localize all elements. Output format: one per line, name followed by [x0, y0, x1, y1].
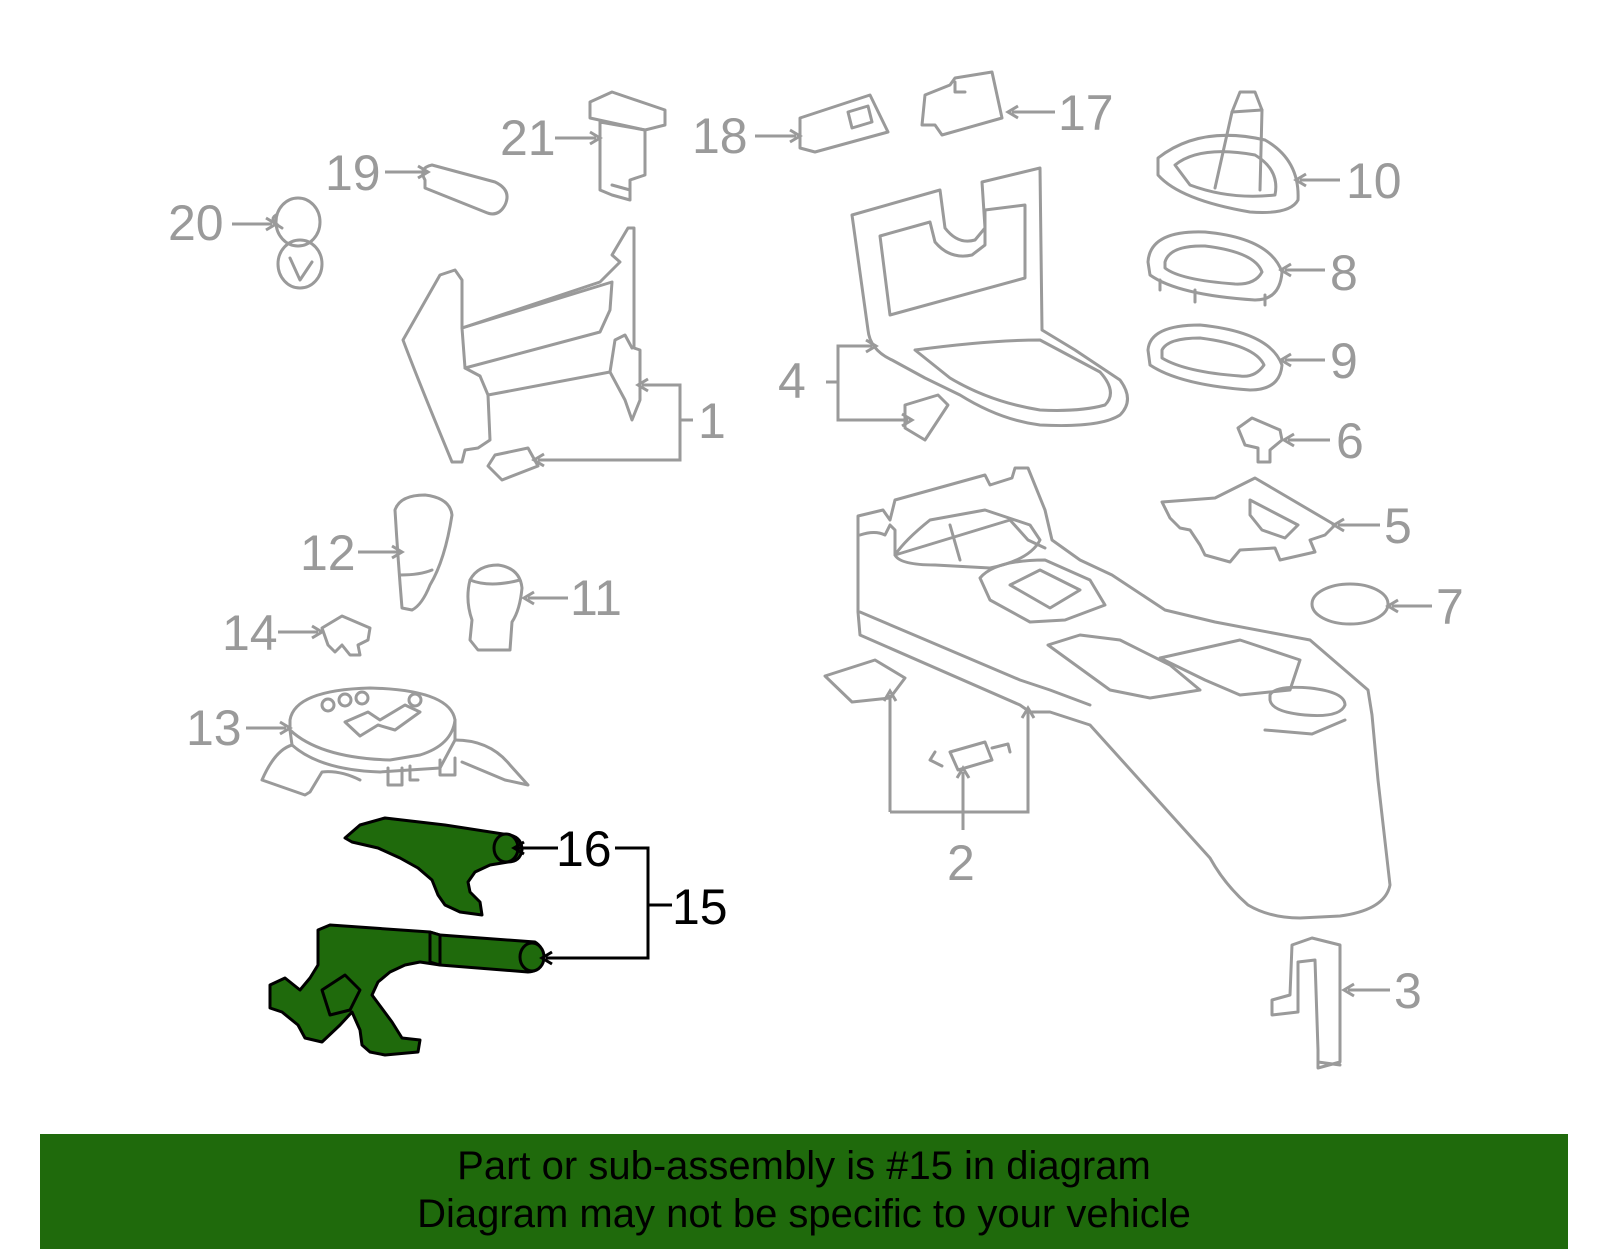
- callout-18: 18: [692, 108, 748, 164]
- part-13[interactable]: [260, 686, 530, 797]
- callout-labels: 20 19 21 18 17 10 8 9 6 5 7 4 1 12 11 14…: [168, 85, 1464, 1019]
- part-10[interactable]: [1156, 90, 1300, 214]
- callout-13: 13: [186, 700, 242, 756]
- callout-17: 17: [1058, 85, 1114, 141]
- callout-21: 21: [500, 110, 556, 166]
- callout-11: 11: [570, 570, 622, 626]
- callout-2: 2: [947, 835, 975, 891]
- part-19[interactable]: [421, 163, 509, 216]
- part-20[interactable]: [271, 196, 324, 290]
- callout-1: 1: [698, 393, 726, 449]
- part-9[interactable]: [1146, 323, 1284, 392]
- part-1[interactable]: [401, 226, 642, 482]
- callout-20: 20: [168, 195, 224, 251]
- callout-3: 3: [1394, 963, 1422, 1019]
- callout-12: 12: [300, 525, 356, 581]
- leader-lines: [232, 104, 1432, 998]
- callout-10: 10: [1346, 153, 1402, 209]
- banner-line-1: Part or sub-assembly is #15 in diagram: [457, 1144, 1151, 1188]
- callout-8: 8: [1330, 245, 1358, 301]
- part-8[interactable]: [1146, 230, 1284, 307]
- part-21[interactable]: [588, 90, 667, 202]
- callout-4: 4: [778, 353, 806, 409]
- part-6[interactable]: [1236, 416, 1284, 464]
- part-2[interactable]: [823, 658, 1012, 772]
- callout-5: 5: [1384, 498, 1412, 554]
- part-12[interactable]: [393, 493, 454, 612]
- part-18[interactable]: [798, 93, 890, 154]
- callout-6: 6: [1336, 413, 1364, 469]
- callout-9: 9: [1330, 333, 1358, 389]
- callout-15: 15: [672, 879, 728, 935]
- part-5[interactable]: [1160, 476, 1337, 564]
- callout-14: 14: [222, 605, 278, 661]
- part-14[interactable]: [320, 614, 372, 657]
- console-body[interactable]: [856, 466, 1392, 920]
- part-3[interactable]: [1270, 936, 1342, 1070]
- part-7[interactable]: [1310, 582, 1390, 626]
- part-16-highlighted[interactable]: [343, 816, 524, 917]
- part-15-highlighted[interactable]: [268, 923, 546, 1057]
- callout-19: 19: [325, 145, 381, 201]
- part-17[interactable]: [920, 70, 1004, 137]
- info-banner: Part or sub-assembly is #15 in diagram D…: [40, 1134, 1568, 1249]
- part-4[interactable]: [850, 166, 1129, 442]
- part-11[interactable]: [466, 563, 524, 652]
- callout-16: 16: [556, 821, 612, 877]
- callout-7: 7: [1436, 579, 1464, 635]
- banner-line-2: Diagram may not be specific to your vehi…: [417, 1192, 1191, 1236]
